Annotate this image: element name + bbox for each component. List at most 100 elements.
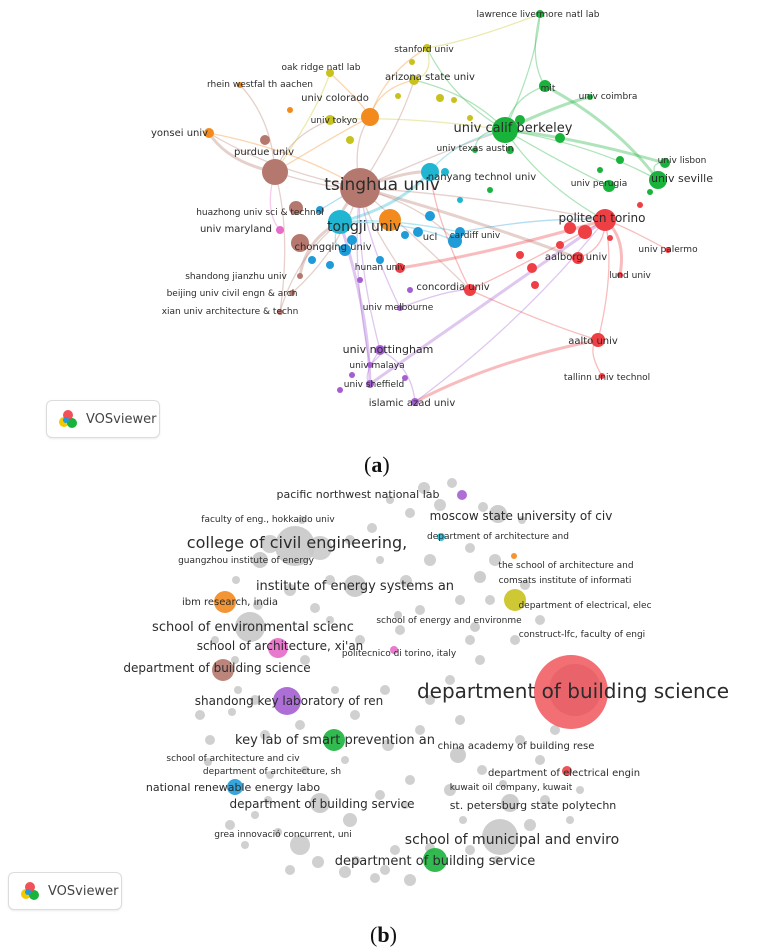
network-b-node-cce[interactable] bbox=[275, 526, 315, 566]
network-a-node-concordia[interactable] bbox=[464, 284, 476, 296]
network-a-node-lisbon[interactable] bbox=[660, 158, 670, 168]
network-a-node-tokyo[interactable] bbox=[325, 115, 335, 125]
network-a-node-hunan[interactable] bbox=[395, 263, 405, 273]
network-a-node-lund[interactable] bbox=[617, 272, 623, 278]
network-b-node-smee[interactable] bbox=[482, 819, 518, 855]
network-b-node-keylab[interactable] bbox=[323, 729, 345, 751]
network-a-node-nanyang[interactable] bbox=[421, 163, 439, 181]
network-b-node-soee[interactable] bbox=[394, 611, 402, 619]
network-b-label-dbserv1: department of building service bbox=[229, 797, 414, 811]
network-a-node-torino[interactable] bbox=[594, 209, 616, 231]
network-a-node-melbourne[interactable] bbox=[397, 305, 403, 311]
network-b-minor-node bbox=[312, 856, 324, 868]
network-a-edge bbox=[359, 129, 506, 189]
network-a-node-stanford[interactable] bbox=[423, 44, 431, 52]
network-b-node-deptarchsh[interactable] bbox=[301, 766, 309, 774]
network-a-node-nottingham[interactable] bbox=[375, 345, 385, 355]
network-a-node-berkeley[interactable] bbox=[492, 117, 518, 143]
network-a-node-lawrence[interactable] bbox=[536, 10, 544, 18]
network-a-node-chongqing[interactable] bbox=[339, 244, 351, 256]
network-b-label-sacv: school of architecture and civ bbox=[166, 754, 300, 764]
network-a-node-malaya[interactable] bbox=[367, 362, 373, 368]
network-b-node-ibm[interactable] bbox=[214, 591, 236, 613]
network-a-label-lawrence: lawrence livermore natl lab bbox=[477, 10, 600, 20]
network-a-node-sheffield[interactable] bbox=[366, 380, 374, 388]
network-b-node-schoolarch[interactable] bbox=[511, 553, 517, 559]
network-b-node-ies[interactable] bbox=[344, 575, 366, 597]
network-a-node-ucl[interactable] bbox=[448, 234, 462, 248]
vosviewer-badge-b[interactable]: VOSviewer bbox=[8, 872, 122, 910]
network-a-node-tongji[interactable] bbox=[328, 210, 352, 234]
network-b-node-comsats[interactable] bbox=[474, 571, 486, 583]
network-a-minor-node bbox=[564, 222, 576, 234]
network-a-node-seville[interactable] bbox=[649, 171, 667, 189]
network-b-minor-node bbox=[477, 765, 487, 775]
network-b-label-ibm: ibm research, india bbox=[182, 597, 278, 608]
network-b-node-polito[interactable] bbox=[390, 646, 398, 654]
network-b-minor-node bbox=[515, 735, 525, 745]
network-b-node-sacv[interactable] bbox=[204, 758, 212, 766]
network-a-node-palermo[interactable] bbox=[665, 247, 671, 253]
network-a-node-cardiff[interactable] bbox=[455, 227, 465, 237]
network-b-node-hokkaido[interactable] bbox=[298, 516, 306, 524]
network-b-node-kuwait[interactable] bbox=[499, 780, 507, 788]
network-a-node-mit[interactable] bbox=[539, 80, 551, 92]
network-a-node-huazhong[interactable] bbox=[316, 206, 324, 214]
network-b-label-kuwait: kuwait oil company, kuwait bbox=[450, 783, 573, 793]
network-b-node-ses[interactable] bbox=[235, 612, 265, 642]
network-b-node-grea[interactable] bbox=[274, 828, 282, 836]
network-b-node-dbsbig[interactable] bbox=[534, 655, 608, 729]
network-a-node-yonsei[interactable] bbox=[204, 128, 214, 138]
network-a-node-beijing[interactable] bbox=[289, 290, 295, 296]
network-a-label-seville: univ seville bbox=[651, 172, 713, 185]
network-a-minor-node bbox=[347, 235, 357, 245]
network-a-node-rhein[interactable] bbox=[237, 82, 243, 88]
network-b-node-spb[interactable] bbox=[501, 794, 519, 812]
network-a-node-perugia[interactable] bbox=[603, 180, 615, 192]
network-a-node-texas[interactable] bbox=[472, 147, 478, 153]
network-a-edge bbox=[274, 72, 331, 173]
network-a-node-purdue[interactable] bbox=[262, 159, 288, 185]
network-a-node-tallinn[interactable] bbox=[599, 373, 605, 379]
network-b-minor-node bbox=[370, 873, 380, 883]
vosviewer-badge-a[interactable]: VOSviewer bbox=[46, 400, 160, 438]
network-b-label-spb: st. petersburg state polytechn bbox=[450, 799, 617, 812]
network-b-label-hokkaido: faculty of eng., hokkaido univ bbox=[201, 515, 335, 525]
network-a-label-stanford: stanford univ bbox=[394, 45, 454, 55]
network-a-node-arizona[interactable] bbox=[409, 75, 419, 85]
network-a-node-aalborg[interactable] bbox=[572, 252, 584, 264]
network-b-node-moscow[interactable] bbox=[489, 505, 507, 523]
network-b-node-construct[interactable] bbox=[470, 622, 480, 632]
network-b-node-guangzhou[interactable] bbox=[252, 552, 268, 568]
network-b-label-construct: construct-lfc, faculty of engi bbox=[519, 630, 645, 640]
network-b-node-pnnl[interactable] bbox=[457, 490, 467, 500]
network-b-minor-node bbox=[284, 584, 296, 596]
network-a-node-shandong[interactable] bbox=[297, 273, 303, 279]
network-a-node-aalto[interactable] bbox=[591, 333, 605, 347]
network-b-node-nrel[interactable] bbox=[227, 779, 243, 795]
network-b-node-dbserv1[interactable] bbox=[310, 793, 330, 813]
network-b-node-deptelec[interactable] bbox=[504, 589, 526, 611]
network-b-minor-node bbox=[232, 576, 240, 584]
network-a-node-maryland[interactable] bbox=[276, 226, 284, 234]
network-b-minor-node bbox=[251, 811, 259, 819]
network-a-node-coimbra[interactable] bbox=[587, 94, 593, 100]
network-b-minor-node bbox=[475, 655, 485, 665]
network-a-minor-node bbox=[395, 93, 401, 99]
network-b-node-dbs1[interactable] bbox=[212, 659, 234, 681]
network-a-node-tsinghua[interactable] bbox=[340, 168, 380, 208]
network-a-node-azad[interactable] bbox=[411, 398, 419, 406]
network-b-node-chinaacad[interactable] bbox=[450, 747, 466, 763]
network-a-edge bbox=[359, 186, 579, 260]
network-b-node-dbserv2[interactable] bbox=[423, 848, 447, 872]
network-b-node-xian[interactable] bbox=[268, 638, 288, 658]
network-b-node-deptelecengin[interactable] bbox=[562, 766, 572, 776]
network-b-node-deptarch[interactable] bbox=[437, 533, 445, 541]
network-a-node-colorado[interactable] bbox=[361, 108, 379, 126]
network-b-minor-node bbox=[211, 636, 219, 644]
network-a-node-xian[interactable] bbox=[277, 309, 283, 315]
network-b-node-shandong[interactable] bbox=[273, 687, 301, 715]
network-a-edge bbox=[504, 129, 659, 181]
network-a-node-oakridge[interactable] bbox=[326, 69, 334, 77]
